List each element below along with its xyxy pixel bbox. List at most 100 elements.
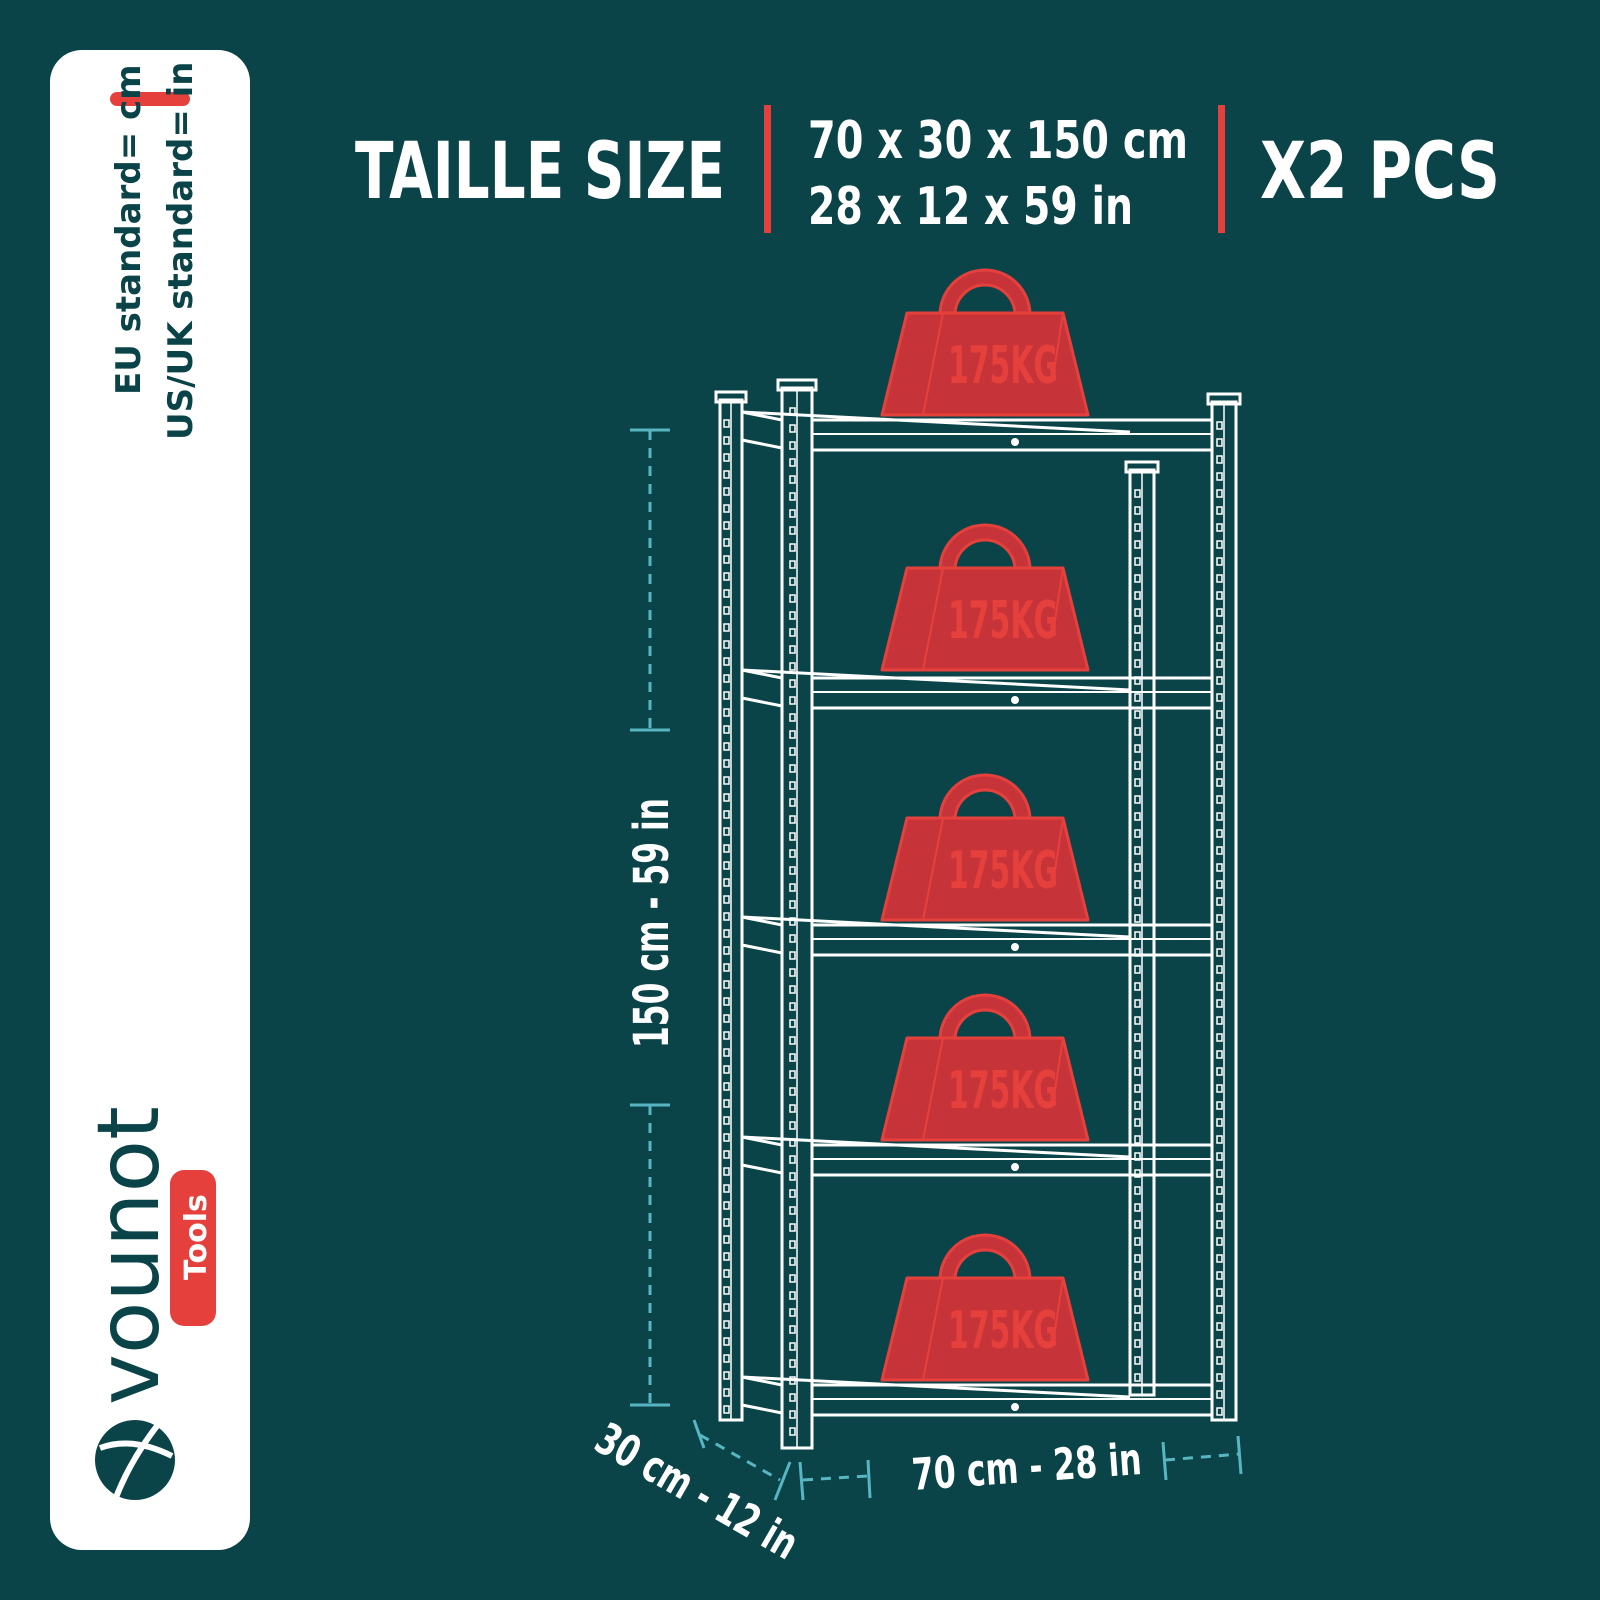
post-front-right-slot: [1216, 1152, 1223, 1161]
post-front-left-slot: [789, 1410, 796, 1419]
post-back-right-slot: [1134, 1084, 1141, 1093]
post-back-left-slot: [723, 470, 730, 479]
post-back-left-slot: [723, 1116, 730, 1125]
post-back-left-slot: [723, 1388, 730, 1397]
post-front-right-slot: [1216, 1220, 1223, 1229]
post-back-left-slot: [723, 1201, 730, 1210]
post-front-right-slot: [1216, 523, 1223, 532]
post-front-left-slot: [789, 1274, 796, 1283]
us-uk-standard-label: US/UK standard= in: [161, 61, 201, 440]
post-back-left-slot: [723, 742, 730, 751]
post-front-left-slot: [789, 951, 796, 960]
post-back-right-slot: [1134, 1135, 1141, 1144]
post-back-right-slot: [1134, 1356, 1141, 1365]
post-front-left-slot: [789, 1393, 796, 1402]
post-back-left-slot: [723, 963, 730, 972]
post-back-left-slot: [723, 1405, 730, 1414]
post-front-right-slot: [1216, 880, 1223, 889]
shelving-unit-drawing: [714, 378, 1242, 1450]
post-front-right-slot: [1216, 540, 1223, 549]
post-back-right-slot: [1134, 1373, 1141, 1382]
post-back-right-slot: [1134, 812, 1141, 821]
shelf-4-side-beam: [741, 1135, 783, 1175]
post-front-right-slot: [1216, 1254, 1223, 1263]
post-front-right-slot: [1216, 1050, 1223, 1059]
post-front-left-slot: [789, 458, 796, 467]
post-back-right-slot: [1134, 999, 1141, 1008]
shelf-3-side-beam: [741, 915, 783, 955]
post-front-left-slot: [789, 730, 796, 739]
post-back-right-slot: [1134, 744, 1141, 753]
post-front-left-slot: [789, 645, 796, 654]
post-back-right-slot: [1134, 625, 1141, 634]
post-front-left-slot: [789, 798, 796, 807]
post-front-left-slot: [789, 781, 796, 790]
post-back-left-slot: [723, 504, 730, 513]
post-back-left-slot: [723, 895, 730, 904]
weight-load-label: 175KG: [948, 841, 1058, 901]
post-front-left-slot: [789, 1036, 796, 1045]
post-front-right-slot: [1216, 1407, 1223, 1416]
post-front-left-slot: [789, 1427, 796, 1436]
post-back-right-slot: [1134, 1118, 1141, 1127]
post-front-left-slot: [789, 849, 796, 858]
post-back-left-slot: [723, 1167, 730, 1176]
post-front-left-slot: [789, 985, 796, 994]
post-front-right-slot: [1216, 727, 1223, 736]
post-front-right-slot: [1216, 1016, 1223, 1025]
shelf-3-back-beam: [741, 915, 1131, 939]
post-front-left-slot: [789, 1121, 796, 1130]
post-back-left-slot: [723, 1184, 730, 1193]
post-front-right-slot: [1216, 999, 1223, 1008]
post-front-right-slot: [1216, 591, 1223, 600]
post-front-left-slot: [789, 900, 796, 909]
post-front-right-slot: [1216, 914, 1223, 923]
post-front-right-slot: [1216, 778, 1223, 787]
quantity: X2 PCS: [1260, 127, 1500, 217]
post-back-right-slot: [1134, 1271, 1141, 1280]
post-front-right-slot: [1216, 1033, 1223, 1042]
size-metric: 70 x 30 x 150 cm: [808, 111, 1188, 171]
post-back-left-slot: [723, 946, 730, 955]
post-back-left-slot: [723, 572, 730, 581]
post-back-right-slot: [1134, 489, 1141, 498]
post-front-right-slot: [1216, 489, 1223, 498]
post-front-left-slot: [789, 526, 796, 535]
post-front-left-slot: [789, 968, 796, 977]
post-back-left-slot: [723, 1099, 730, 1108]
post-back-right-slot: [1134, 846, 1141, 855]
post-front-right-slot: [1216, 693, 1223, 702]
post-front-left-slot: [789, 679, 796, 688]
post-front-right-slot: [1216, 438, 1223, 447]
post-back-right-slot: [1134, 1016, 1141, 1025]
post-front-left-slot: [789, 934, 796, 943]
shelf-2-rivet: [1011, 696, 1019, 704]
post-front-right-slot: [1216, 625, 1223, 634]
shelf-5-side-beam: [741, 1375, 783, 1415]
post-back-left-slot: [723, 1218, 730, 1227]
post-back-right-slot: [1134, 931, 1141, 940]
weight-icon: 175KG: [880, 773, 1090, 922]
post-front-left-slot: [789, 594, 796, 603]
post-front-left-slot: [789, 917, 796, 926]
post-front-right-slot: [1216, 965, 1223, 974]
post-front-left-slot: [789, 424, 796, 433]
post-back-left-slot: [723, 1354, 730, 1363]
post-front-left-slot: [789, 1223, 796, 1232]
post-front-left-slot: [789, 560, 796, 569]
post-front-left-slot: [789, 1189, 796, 1198]
post-back-left-slot: [723, 1082, 730, 1091]
post-front-right-slot: [1216, 1390, 1223, 1399]
post-back-left-slot: [723, 980, 730, 989]
depth-label: 30 cm - 12 in: [587, 1413, 807, 1570]
post-front-left-slot: [789, 1053, 796, 1062]
post-back-right-slot: [1134, 1322, 1141, 1331]
post-front-right-slot: [1216, 1135, 1223, 1144]
post-front-right-slot: [1216, 1101, 1223, 1110]
post-front-left-slot: [789, 764, 796, 773]
height-label: 150 cm - 59 in: [624, 798, 680, 1048]
post-back-left-slot: [723, 419, 730, 428]
post-back-left-cap: [714, 390, 748, 404]
post-front-left-slot: [789, 475, 796, 484]
